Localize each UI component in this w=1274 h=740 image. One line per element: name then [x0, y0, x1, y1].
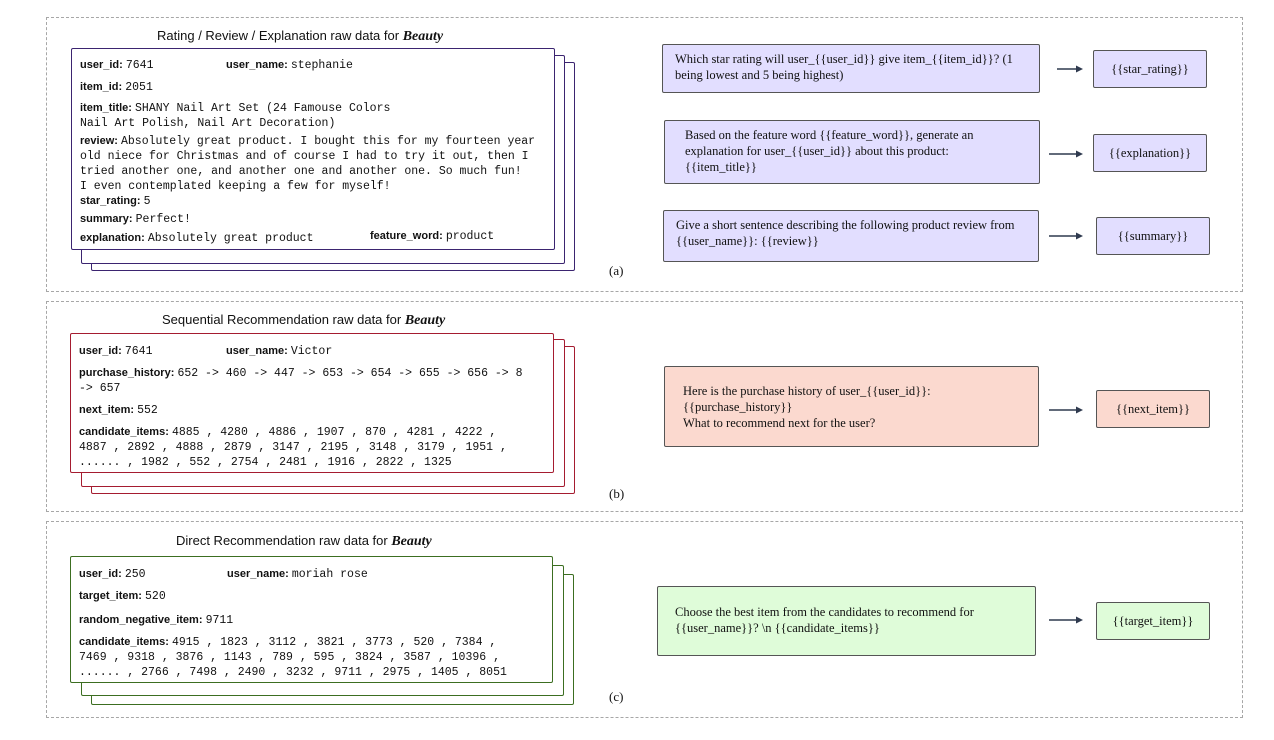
user-name-key: user_name	[226, 59, 285, 71]
panel-sequential-recommendation	[46, 301, 1243, 512]
item-title-key: item_title	[80, 102, 129, 114]
candidate-items-value-line2: 4887 , 2892 , 4888 , 2879 , 3147 , 2195 …	[79, 441, 507, 454]
candidate-items-key: candidate_items	[79, 636, 166, 648]
item-title-value-cont: Nail Art Polish, Nail Art Decoration)	[80, 117, 336, 130]
star-rating-value: 5	[143, 195, 151, 208]
raw-data-card-b: user_id: 7641 user_name: Victor purchase…	[70, 333, 554, 473]
purchase-history-key: purchase_history	[79, 367, 171, 379]
prompt-line: Here is the purchase history of user_{{u…	[683, 384, 931, 398]
arrow-right-icon	[1049, 616, 1083, 624]
prompt-next-item: Here is the purchase history of user_{{u…	[664, 366, 1039, 447]
target-item-value: 520	[145, 590, 166, 603]
arrow-right-icon	[1057, 65, 1083, 73]
output-star-rating: {{star_rating}}	[1093, 50, 1207, 88]
review-key: review	[80, 135, 115, 147]
arrow-right-icon	[1049, 232, 1083, 240]
arrow-right-icon	[1049, 406, 1083, 414]
user-id-key: user_id	[79, 345, 119, 357]
user-id-value: 7641	[124, 345, 153, 358]
purchase-history-value: 652 -> 460 -> 447 -> 653 -> 654 -> 655 -…	[177, 367, 523, 380]
item-id-value: 2051	[125, 81, 153, 94]
panel-direct-recommendation	[46, 521, 1243, 718]
target-item-key: target_item	[79, 590, 139, 602]
candidate-items-value-line3: ...... , 2766 , 7498 , 2490 , 3232 , 971…	[79, 666, 507, 679]
prompt-explanation: Based on the feature word {{feature_word…	[664, 120, 1040, 184]
candidate-items-key: candidate_items	[79, 426, 166, 438]
panel-c-label: (c)	[609, 689, 624, 704]
candidate-items-value-line2: 7469 , 9318 , 3876 , 1143 , 789 , 595 , …	[79, 651, 500, 664]
review-value-line4: I even contemplated keeping a few for my…	[80, 180, 391, 193]
summary-value: Perfect!	[135, 213, 191, 226]
review-value: Absolutely great product. I bought this …	[120, 135, 536, 148]
purchase-history-value-cont: -> 657	[79, 382, 121, 395]
prompt-star-rating: Which star rating will user_{{user_id}} …	[662, 44, 1040, 93]
panel-c-title: Direct Recommendation raw data for Beaut…	[176, 533, 432, 549]
item-title-value: SHANY Nail Art Set (24 Famouse Colors	[135, 102, 391, 115]
user-name-value: stephanie	[290, 59, 353, 72]
candidate-items-value: 4915 , 1823 , 3112 , 3821 , 3773 , 520 ,…	[171, 636, 497, 649]
user-name-key: user_name	[226, 345, 285, 357]
prompt-line: {{user_name}}? \n {{candidate_items}}	[675, 621, 880, 635]
item-id-key: item_id	[80, 81, 119, 93]
arrow-right-icon	[1049, 150, 1083, 158]
review-value-line3: tried another one, and another one and a…	[80, 165, 522, 178]
panel-rating-review-explanation	[46, 17, 1243, 292]
panel-b-label: (b)	[609, 486, 625, 501]
panel-a-title: Rating / Review / Explanation raw data f…	[157, 28, 444, 44]
raw-data-card-a: user_id: 7641 user_name: stephanie item_…	[71, 48, 555, 250]
prompt-line: Choose the best item from the candidates…	[675, 605, 974, 619]
prompt-line: What to recommend next for the user?	[683, 416, 876, 430]
panel-b-title: Sequential Recommendation raw data for B…	[162, 312, 446, 328]
output-next-item: {{next_item}}	[1096, 390, 1210, 428]
output-target-item: {{target_item}}	[1096, 602, 1210, 640]
next-item-key: next_item	[79, 404, 131, 416]
star-rating-key: star_rating	[80, 195, 137, 207]
prompt-summary: Give a short sentence describing the fol…	[663, 210, 1039, 262]
user-name-key: user_name	[227, 568, 286, 580]
feature-word-value: product	[445, 230, 495, 243]
user-id-value: 7641	[125, 59, 154, 72]
user-id-key: user_id	[80, 59, 120, 71]
candidate-items-value: 4885 , 4280 , 4886 , 1907 , 870 , 4281 ,…	[171, 426, 497, 439]
user-name-value: moriah rose	[291, 568, 368, 581]
output-explanation: {{explanation}}	[1093, 134, 1207, 172]
user-id-value: 250	[124, 568, 146, 581]
random-negative-item-key: random_negative_item	[79, 614, 199, 626]
prompt-target-item: Choose the best item from the candidates…	[657, 586, 1036, 656]
panel-a-label: (a)	[609, 263, 624, 278]
review-value-line2: old niece for Christmas and of course I …	[80, 150, 529, 163]
prompt-line: {{purchase_history}}	[683, 400, 793, 414]
summary-key: summary	[80, 213, 129, 225]
candidate-items-value-line3: ...... , 1982 , 552 , 2754 , 2481 , 1916…	[79, 456, 452, 469]
explanation-key: explanation	[80, 232, 142, 244]
user-name-value: Victor	[290, 345, 333, 358]
random-negative-item-value: 9711	[205, 614, 234, 627]
output-summary: {{summary}}	[1096, 217, 1210, 255]
explanation-value: Absolutely great product	[147, 232, 314, 245]
feature-word-key: feature_word	[370, 230, 440, 242]
user-id-key: user_id	[79, 568, 119, 580]
next-item-value: 552	[137, 404, 158, 417]
raw-data-card-c: user_id: 250 user_name: moriah rose targ…	[70, 556, 553, 683]
